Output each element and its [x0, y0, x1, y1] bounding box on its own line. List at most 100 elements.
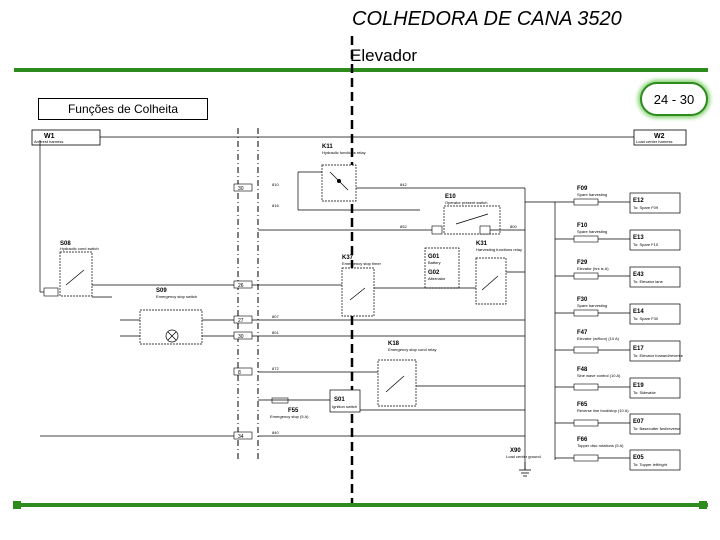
svg-text:W1: W1: [44, 133, 55, 140]
svg-text:F47: F47: [577, 330, 588, 336]
page-title: COLHEDORA DE CANA 3520: [352, 8, 622, 30]
fuse-column: F09 Spare harvesting E12 To: Spare F09 F…: [525, 186, 684, 471]
svg-text:Load center ground: Load center ground: [506, 454, 541, 459]
svg-text:F55: F55: [288, 408, 299, 414]
wire-labels: 810 816 842 852 800 807 801 872 840: [272, 182, 517, 435]
svg-text:Operator present switch: Operator present switch: [445, 200, 487, 205]
svg-text:Emergency stop switch: Emergency stop switch: [156, 294, 197, 299]
svg-text:F30: F30: [577, 297, 588, 303]
fuse-row-8: F66 Topper disc rotations (5 A) E05 To: …: [555, 437, 681, 471]
svg-text:27: 27: [238, 318, 244, 324]
svg-text:801: 801: [272, 330, 279, 335]
svg-text:To: Elevator forward/reverse: To: Elevator forward/reverse: [633, 353, 684, 358]
section-label: Funções de Colheita: [38, 98, 208, 120]
timer-k37: K37 Emergency stop timer: [341, 255, 382, 317]
svg-text:8: 8: [238, 370, 241, 376]
svg-text:810: 810: [272, 182, 279, 187]
connector-w1: W1 Armrest harness: [31, 129, 101, 146]
svg-text:E17: E17: [633, 346, 644, 352]
svg-text:To: Spare F10: To: Spare F10: [633, 242, 659, 247]
svg-text:W2: W2: [654, 133, 665, 140]
terminal-strip: 30 26 27 30 8 34: [233, 183, 253, 440]
header-rule: [14, 68, 708, 72]
svg-text:Topper disc rotations (5 A): Topper disc rotations (5 A): [577, 443, 624, 448]
svg-text:E07: E07: [633, 419, 644, 425]
svg-text:To: Elevator lane: To: Elevator lane: [633, 279, 664, 284]
footer-rule: [14, 503, 708, 507]
svg-text:Load center harness: Load center harness: [636, 139, 672, 144]
svg-text:26: 26: [238, 283, 244, 289]
svg-text:F09: F09: [577, 186, 588, 192]
svg-text:E10: E10: [445, 194, 456, 200]
fuse-row-2: F10 Spare harvesting E13 To: Spare F10: [555, 223, 681, 251]
svg-text:Sine wave control (10 A): Sine wave control (10 A): [577, 373, 621, 378]
battery-alternator: G01 Battery G02 Alternator: [424, 247, 460, 289]
svg-text:To: Sidewide: To: Sidewide: [633, 390, 656, 395]
svg-text:G02: G02: [428, 270, 440, 276]
svg-text:E43: E43: [633, 272, 644, 278]
svg-text:K31: K31: [476, 241, 488, 247]
svg-text:S08: S08: [60, 241, 71, 247]
svg-text:30: 30: [238, 334, 244, 340]
svg-text:E19: E19: [633, 383, 644, 389]
svg-text:Emergency stop cond relay: Emergency stop cond relay: [388, 347, 436, 352]
svg-text:842: 842: [400, 182, 407, 187]
svg-text:To: Spare F09: To: Spare F09: [633, 205, 659, 210]
svg-text:K37: K37: [342, 255, 354, 261]
svg-text:S01: S01: [334, 397, 345, 403]
svg-text:Spare harvesting: Spare harvesting: [577, 192, 607, 197]
svg-text:Reverse line food/stop (10 A): Reverse line food/stop (10 A): [577, 408, 629, 413]
switch-e10: E10 Operator present switch: [431, 194, 501, 235]
svg-text:800: 800: [510, 224, 517, 229]
footer-tile-left: [13, 501, 21, 509]
svg-text:G01: G01: [428, 254, 440, 260]
svg-text:34: 34: [238, 434, 244, 440]
svg-text:E12: E12: [633, 198, 644, 204]
svg-text:E05: E05: [633, 455, 644, 461]
connector-w2: W2 Load center harness: [633, 129, 687, 146]
svg-text:K11: K11: [322, 144, 333, 150]
svg-text:30: 30: [238, 186, 244, 192]
svg-text:F65: F65: [577, 402, 588, 408]
svg-text:F48: F48: [577, 367, 588, 373]
fuse-row-4: F30 Spare harvesting E14 To: Spare F30: [555, 297, 681, 325]
ground-x90: X90 Load center ground: [506, 448, 541, 477]
svg-text:Alternator: Alternator: [428, 276, 446, 281]
svg-text:Spare harvesting: Spare harvesting: [577, 303, 607, 308]
svg-text:Harvesting functions relay: Harvesting functions relay: [476, 247, 522, 252]
svg-text:Emergency stop (5 A): Emergency stop (5 A): [270, 414, 309, 419]
switch-s01: S01 Ignition switch: [329, 389, 361, 413]
svg-text:807: 807: [272, 314, 279, 319]
svg-text:816: 816: [272, 203, 279, 208]
page-subtitle: Elevador: [350, 46, 418, 65]
svg-text:E14: E14: [633, 309, 644, 315]
svg-text:840: 840: [272, 430, 279, 435]
switch-s08: S08 Hydraulic cond switch: [43, 241, 99, 297]
svg-text:Armrest harness: Armrest harness: [34, 139, 63, 144]
svg-text:X90: X90: [510, 448, 521, 454]
relay-k11: K11 Hydraulic functions relay: [321, 144, 366, 202]
svg-text:Hydraulic cond switch: Hydraulic cond switch: [60, 246, 99, 251]
svg-text:To: Basecutter fwd/reverse: To: Basecutter fwd/reverse: [633, 426, 681, 431]
svg-text:K18: K18: [388, 341, 400, 347]
fuse-row-1: F09 Spare harvesting E12 To: Spare F09: [555, 186, 681, 214]
fuse-row-7: F65 Reverse line food/stop (10 A) E07 To…: [555, 402, 681, 435]
svg-text:F10: F10: [577, 223, 588, 229]
page-number-badge: 24 - 30: [640, 82, 708, 116]
svg-text:S09: S09: [156, 288, 167, 294]
svg-text:852: 852: [400, 224, 407, 229]
svg-text:872: 872: [272, 366, 279, 371]
switch-s09: S09 Emergency stop switch: [139, 288, 203, 345]
fuse-row-3: F29 Elevator (hrs is A) E43 To: Elevator…: [555, 260, 681, 288]
footer-tile-right: [699, 501, 707, 509]
svg-text:F66: F66: [577, 437, 588, 443]
svg-text:To: Topper left/right: To: Topper left/right: [633, 462, 668, 467]
svg-text:Emergency stop timer: Emergency stop timer: [342, 261, 382, 266]
fuse-f55: F55 Emergency stop (5 A): [270, 397, 309, 419]
fuse-row-5: F47 Elevator (w/floor) (10 A) E17 To: El…: [555, 330, 684, 362]
svg-text:F29: F29: [577, 260, 588, 266]
fuse-row-6: F48 Sine wave control (10 A) E19 To: Sid…: [555, 367, 681, 399]
svg-text:E13: E13: [633, 235, 644, 241]
svg-text:Elevator (hrs is A): Elevator (hrs is A): [577, 266, 609, 271]
